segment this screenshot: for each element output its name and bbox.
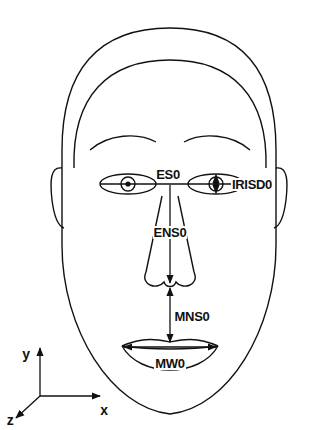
mouth-nose-arrow [169,288,170,342]
head-outline [62,28,276,414]
iris-diameter-arrow [215,175,216,193]
dimension-label: ENS0 [153,226,188,239]
right-ear [274,168,287,228]
z-axis [16,396,40,418]
dimension-label: MW0 [154,357,185,370]
right-eyebrow [184,136,250,150]
axis-label: x [99,403,109,417]
eye-separation-line [100,183,244,184]
dimension-label: ES0 [155,168,181,181]
y-axis [39,348,40,396]
hairline [74,60,266,168]
axis-label: z [6,413,15,427]
dimension-label: MNS0 [174,310,211,323]
x-axis [40,395,100,396]
axis-label: y [21,347,31,361]
left-eyebrow [90,136,156,150]
lip-line [122,346,218,349]
lower-lip [122,346,218,370]
left-ear [51,168,64,228]
dimension-label: IRISD0 [231,178,273,191]
mouth-width-arrow [124,346,216,347]
